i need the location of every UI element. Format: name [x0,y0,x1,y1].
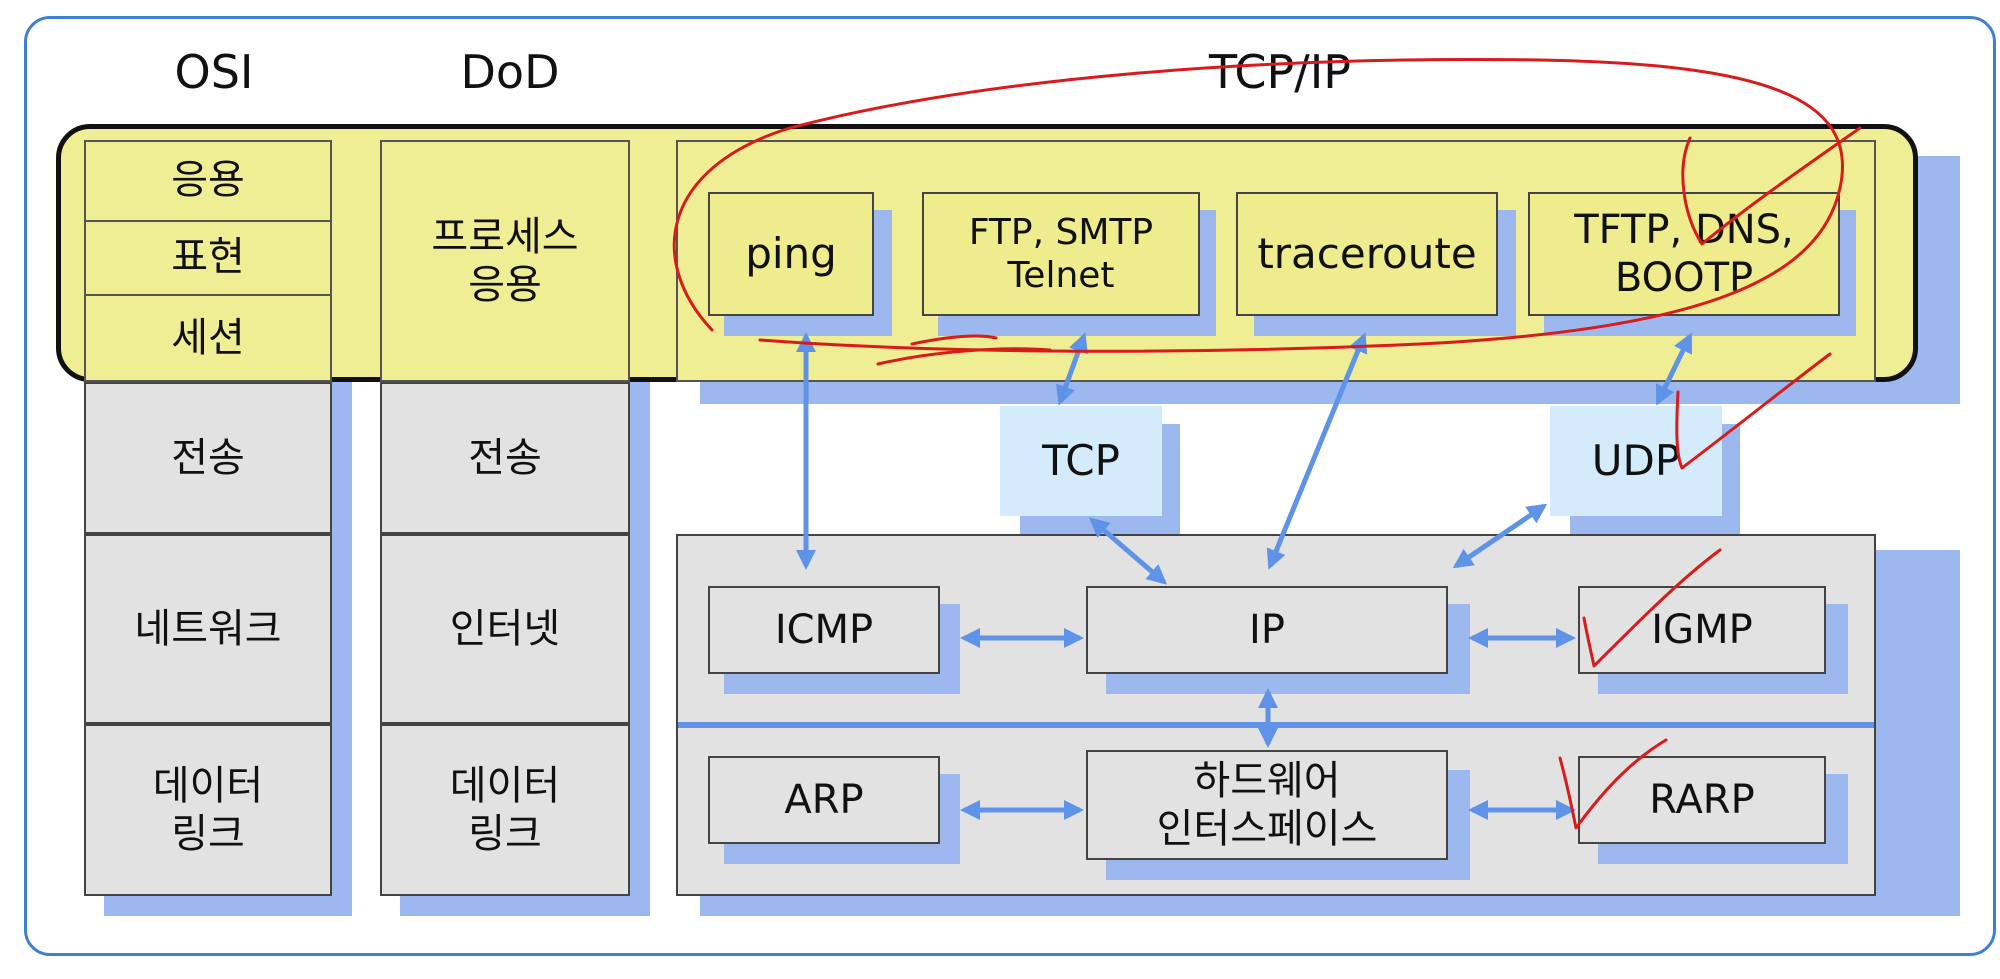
dod-datalink-layer: 데이터 링크 [380,724,630,896]
osi-divider [84,294,332,296]
arrow-ftp-tcp [1056,332,1088,406]
link-arp: ARP [708,756,940,844]
internet-igmp: IGMP [1578,586,1826,674]
osi-divider [84,220,332,222]
osi-upper-block [84,140,332,382]
ink-tftp-mark [1681,126,1862,246]
osi-header: OSI [174,45,254,99]
arrow-udp-ip [1452,503,1548,569]
arrow-tftp-udp [1655,332,1693,406]
app-ping: ping [708,192,874,316]
ink-igmp-check [1582,548,1722,668]
app-traceroute: traceroute [1236,192,1498,316]
osi-transport-layer: 전송 [84,382,332,534]
osi-application-layer: 응용 [171,157,245,203]
osi-presentation-layer: 표현 [171,234,245,280]
diagram-frame [24,16,1996,956]
ink-short-stroke [910,334,998,346]
link-rarp: RARP [1578,756,1826,844]
osi-datalink-layer: 데이터 링크 [84,724,332,896]
dod-header: DoD [460,45,560,99]
internet-ip: IP [1086,586,1448,674]
app-ftp-smtp-telnet: FTP, SMTP Telnet [922,192,1200,316]
arrow-traceroute-ip [1266,332,1368,570]
ink-udp-check [1675,352,1832,470]
dod-transport-layer: 전송 [380,382,630,534]
tcpip-header: TCP/IP [1208,45,1352,99]
arrow-tcp-ip [1088,517,1168,585]
transport-tcp: TCP [1000,406,1162,516]
ink-underline-stroke [876,347,1052,366]
ink-application-loop [672,58,1844,353]
link-hardware-interface: 하드웨어 인터스페이스 [1086,750,1448,860]
ink-rarp-check [1558,738,1668,830]
dod-internet-layer: 인터넷 [380,534,630,724]
dod-process-application-layer: 프로세스 응용 [380,140,630,382]
internet-icmp: ICMP [708,586,940,674]
osi-session-layer: 세션 [171,315,245,361]
osi-network-layer: 네트워크 [84,534,332,724]
